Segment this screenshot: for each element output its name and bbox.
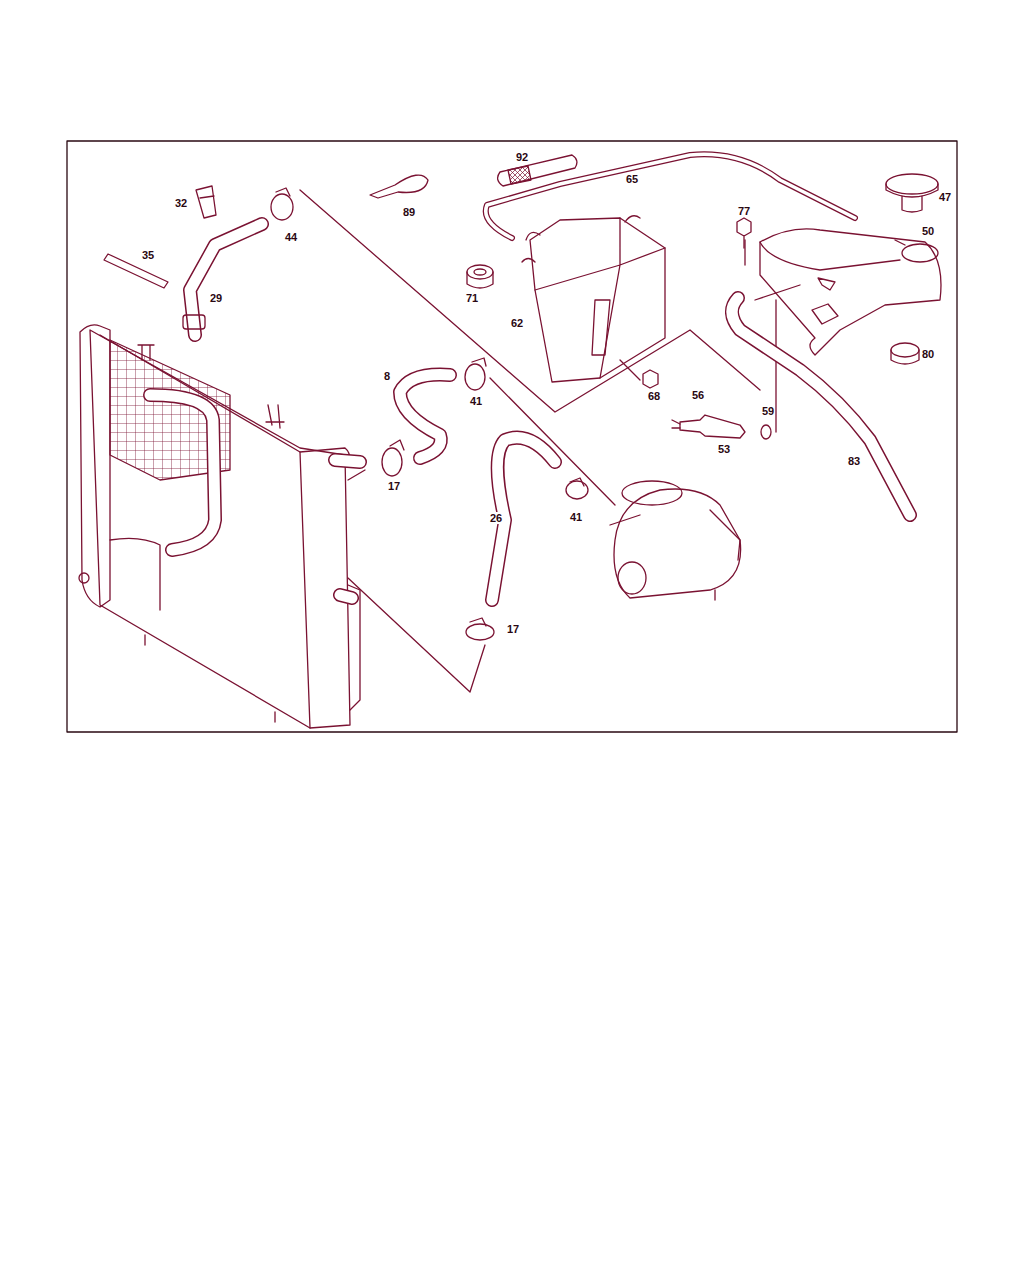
callout-number: 32 — [174, 197, 188, 209]
callout-number: 77 — [737, 205, 751, 217]
callout-number: 47 — [938, 191, 952, 203]
callout-number: 71 — [465, 292, 479, 304]
callout-number: 44 — [284, 231, 298, 243]
callout-number: 35 — [141, 249, 155, 261]
callout-number: 50 — [921, 225, 935, 237]
callout-number: 62 — [510, 317, 524, 329]
callout-number: 80 — [921, 348, 935, 360]
callout-number: 53 — [717, 443, 731, 455]
callout-number: 92 — [515, 151, 529, 163]
callout-number: 41 — [469, 395, 483, 407]
callout-number: 56 — [691, 389, 705, 401]
callout-number: 17 — [387, 480, 401, 492]
callout-number: 26 — [489, 512, 503, 524]
callout-number: 59 — [761, 405, 775, 417]
callout-number: 83 — [847, 455, 861, 467]
callout-number: 89 — [402, 206, 416, 218]
callout-number: 29 — [209, 292, 223, 304]
callout-number: 68 — [647, 390, 661, 402]
callout-number: 41 — [569, 511, 583, 523]
callout-number: 65 — [625, 173, 639, 185]
callout-number: 17 — [506, 623, 520, 635]
callout-number: 8 — [383, 370, 391, 382]
